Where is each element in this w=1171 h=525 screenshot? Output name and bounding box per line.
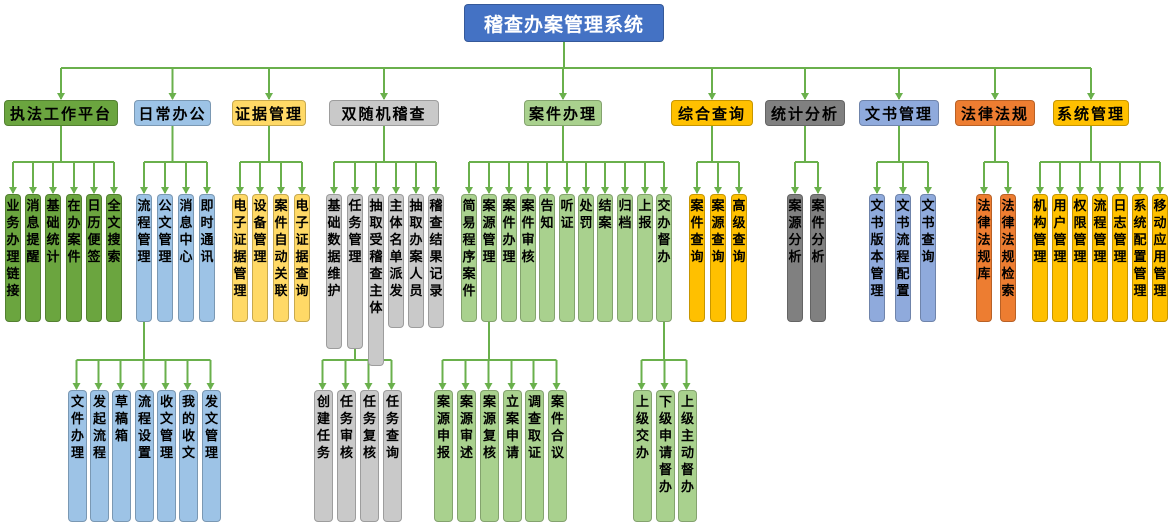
item-1-0-3: 流程设置: [135, 390, 154, 522]
submodule-6-0: 案源分析: [787, 194, 803, 322]
submodule-4-2: 案件办理: [501, 194, 517, 322]
item-4-10-1: 下级申请督办: [656, 390, 675, 522]
submodule-7-1: 文书流程配置: [895, 194, 911, 322]
submodule-3-0: 基础数据维护: [326, 194, 342, 349]
module-9: 系统管理: [1053, 100, 1129, 126]
submodule-2-2: 案件自动关联: [273, 194, 289, 322]
submodule-3-4: 抽取办案人员: [408, 194, 424, 328]
submodule-9-5: 系统配置管理: [1132, 194, 1148, 322]
module-1: 日常办公: [134, 100, 211, 126]
submodule-4-3: 案件审核: [520, 194, 536, 322]
submodule-2-3: 电子证据查询: [294, 194, 310, 322]
submodule-6-1: 案件分析: [810, 194, 826, 322]
submodule-9-4: 日志管理: [1112, 194, 1128, 322]
submodule-9-2: 权限管理: [1072, 194, 1088, 322]
submodule-0-4: 日历便签: [86, 194, 102, 322]
submodule-4-10: 交办督办: [656, 194, 672, 322]
submodule-4-0: 简易程序案件: [461, 194, 477, 322]
submodule-9-1: 用户管理: [1052, 194, 1068, 322]
module-7: 文书管理: [859, 100, 939, 126]
submodule-0-2: 基础统计: [45, 194, 61, 322]
item-3-1-1: 任务审核: [337, 390, 356, 522]
item-3-1-3: 任务查询: [383, 390, 402, 522]
item-3-1-0: 创建任务: [314, 390, 333, 522]
submodule-9-3: 流程管理: [1092, 194, 1108, 322]
submodule-7-2: 文书查询: [920, 194, 936, 322]
submodule-9-0: 机构管理: [1032, 194, 1048, 322]
item-1-0-4: 收文管理: [157, 390, 176, 522]
item-4-1-1: 案源审述: [457, 390, 476, 522]
submodule-4-8: 归档: [617, 194, 633, 322]
submodule-3-3: 主体名单派发: [388, 194, 404, 328]
submodule-4-9: 上报: [637, 194, 653, 322]
item-1-0-1: 发起流程: [90, 390, 109, 522]
module-5: 综合查询: [671, 100, 753, 126]
item-1-0-0: 文件办理: [68, 390, 87, 522]
submodule-3-1: 任务管理: [347, 194, 363, 349]
submodule-5-1: 案源查询: [710, 194, 726, 322]
module-2: 证据管理: [232, 100, 306, 126]
item-4-10-0: 上级交办: [633, 390, 652, 522]
submodule-2-1: 设备管理: [252, 194, 268, 322]
submodule-0-3: 在办案件: [66, 194, 82, 322]
submodule-0-0: 业务办理链接: [5, 194, 21, 322]
item-1-0-5: 我的收文: [179, 390, 198, 522]
submodule-9-6: 移动应用管理: [1152, 194, 1168, 322]
module-6: 统计分析: [765, 100, 845, 126]
submodule-1-1: 公文管理: [157, 194, 173, 322]
module-8: 法律法规: [955, 100, 1035, 126]
submodule-4-6: 处罚: [578, 194, 594, 322]
submodule-0-1: 消息提醒: [25, 194, 41, 322]
submodule-3-5: 稽查结果记录: [428, 194, 444, 328]
module-0: 执法工作平台: [4, 100, 118, 126]
item-1-0-6: 发文管理: [202, 390, 221, 522]
item-4-1-2: 案源复核: [480, 390, 499, 522]
item-4-1-3: 立案申请: [503, 390, 522, 522]
root-node: 稽查办案管理系统: [464, 4, 664, 42]
item-3-1-2: 任务复核: [360, 390, 379, 522]
submodule-8-1: 法律法规检索: [1000, 194, 1016, 322]
submodule-5-0: 案件查询: [689, 194, 705, 322]
item-4-1-0: 案源申报: [434, 390, 453, 522]
submodule-0-5: 全文搜索: [106, 194, 122, 322]
item-4-1-5: 案件合议: [548, 390, 567, 522]
submodule-1-3: 即时通讯: [199, 194, 215, 322]
submodule-3-2: 抽取受稽查主体: [368, 194, 384, 366]
module-4: 案件办理: [524, 100, 602, 126]
module-3: 双随机稽查: [329, 100, 439, 126]
submodule-1-0: 流程管理: [136, 194, 152, 322]
submodule-1-2: 消息中心: [178, 194, 194, 322]
item-4-10-2: 上级主动督办: [678, 390, 697, 522]
item-1-0-2: 草稿箱: [112, 390, 131, 522]
submodule-4-5: 听证: [559, 194, 575, 322]
submodule-8-0: 法律法规库: [976, 194, 992, 322]
submodule-4-7: 结案: [597, 194, 613, 322]
submodule-2-0: 电子证据管理: [232, 194, 248, 322]
submodule-4-1: 案源管理: [481, 194, 497, 322]
submodule-5-2: 高级查询: [731, 194, 747, 322]
submodule-4-4: 告知: [539, 194, 555, 322]
submodule-7-0: 文书版本管理: [869, 194, 885, 322]
item-4-1-4: 调查取证: [525, 390, 544, 522]
